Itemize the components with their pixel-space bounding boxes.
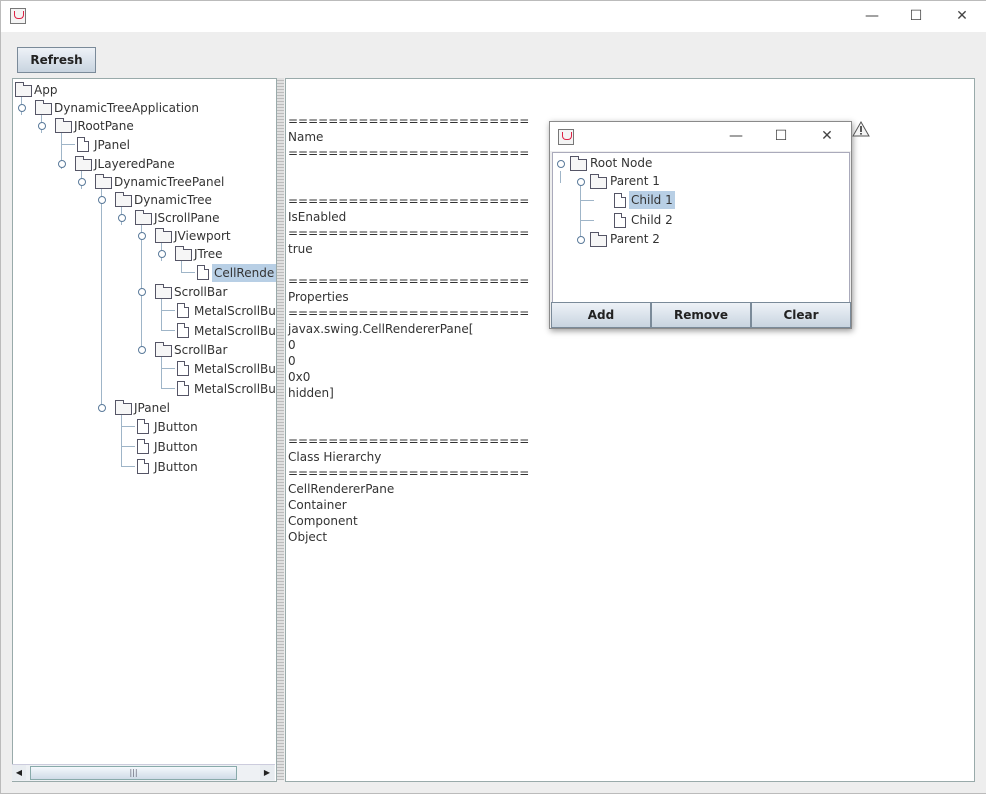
tree-node[interactable]: JButton	[154, 440, 198, 454]
scroll-left-arrow-icon[interactable]: ◀	[12, 765, 26, 780]
dialog-tree-node[interactable]: Parent 2	[610, 232, 660, 246]
tree-node[interactable]: DynamicTreeApplication	[54, 101, 199, 115]
folder-icon	[155, 284, 172, 299]
scroll-right-arrow-icon[interactable]: ▶	[260, 765, 274, 780]
dialog-tree-node-selected[interactable]: Child 1	[629, 191, 675, 209]
tree-node[interactable]: ScrollBar	[174, 285, 228, 299]
dialog-title-bar: — ☐ ✕	[550, 122, 851, 151]
file-icon	[137, 459, 149, 474]
clear-button[interactable]: Clear	[751, 302, 851, 328]
file-icon	[77, 137, 89, 152]
java-app-icon	[10, 8, 26, 24]
expand-toggle-icon[interactable]	[78, 178, 86, 186]
title-bar: — ☐ ✕	[1, 1, 986, 32]
folder-icon	[55, 118, 72, 133]
details-text: ======================== Name ==========…	[288, 114, 530, 544]
tree-node[interactable]: JButton	[154, 420, 198, 434]
file-icon	[177, 303, 189, 318]
tree-node[interactable]: JButton	[154, 460, 198, 474]
tree-node[interactable]: DynamicTree	[134, 193, 212, 207]
folder-icon	[15, 82, 32, 97]
java-app-icon	[558, 129, 574, 145]
folder-icon	[75, 156, 92, 171]
tree-node[interactable]: JTree	[194, 247, 223, 261]
expand-toggle-icon[interactable]	[158, 250, 166, 258]
maximize-button[interactable]: ☐	[909, 8, 923, 24]
folder-icon	[115, 400, 132, 415]
file-icon	[614, 213, 626, 228]
expand-toggle-icon[interactable]	[98, 404, 106, 412]
folder-icon	[115, 192, 132, 207]
tree-node-selected[interactable]: CellRende	[212, 264, 276, 282]
folder-icon	[175, 246, 192, 261]
tree-node[interactable]: MetalScrollButt	[194, 304, 277, 318]
tree-node[interactable]: MetalScrollButt	[194, 382, 277, 396]
tree-node[interactable]: JScrollPane	[154, 211, 220, 225]
dialog-tree[interactable]: Root Node Parent 1 Child 1 Child 2 Paren…	[552, 152, 850, 304]
file-icon	[177, 381, 189, 396]
tree-node[interactable]: DynamicTreePanel	[114, 175, 225, 189]
folder-icon	[155, 228, 172, 243]
component-tree[interactable]: App DynamicTreeApplication JRootPane JPa…	[12, 78, 277, 782]
expand-toggle-icon[interactable]	[98, 196, 106, 204]
tree-node[interactable]: JLayeredPane	[94, 157, 175, 171]
expand-toggle-icon[interactable]	[38, 122, 46, 130]
dialog-maximize-button[interactable]: ☐	[774, 128, 788, 144]
expand-toggle-icon[interactable]	[138, 232, 146, 240]
horizontal-scrollbar[interactable]: ◀ ||| ▶	[12, 764, 275, 781]
dialog-tree-node[interactable]: Parent 1	[610, 174, 660, 188]
tree-node[interactable]: ScrollBar	[174, 343, 228, 357]
close-button[interactable]: ✕	[956, 8, 968, 24]
file-icon	[197, 265, 209, 280]
file-icon	[177, 361, 189, 376]
expand-toggle-icon[interactable]	[138, 346, 146, 354]
minimize-button[interactable]: —	[865, 8, 879, 24]
tree-node[interactable]: JViewport	[174, 229, 231, 243]
expand-toggle-icon[interactable]	[557, 160, 565, 168]
file-icon	[614, 193, 626, 208]
expand-toggle-icon[interactable]	[577, 178, 585, 186]
file-icon	[177, 323, 189, 338]
folder-icon	[590, 232, 607, 247]
file-icon	[137, 439, 149, 454]
folder-icon	[35, 100, 52, 115]
expand-toggle-icon[interactable]	[118, 214, 126, 222]
warning-icon	[852, 121, 870, 137]
folder-icon	[135, 210, 152, 225]
dialog-tree-node[interactable]: Child 2	[631, 213, 673, 227]
tree-node[interactable]: JPanel	[134, 401, 170, 415]
folder-icon	[590, 174, 607, 189]
expand-toggle-icon[interactable]	[58, 160, 66, 168]
split-pane-divider[interactable]	[277, 78, 284, 780]
tree-node[interactable]: MetalScrollButt	[194, 362, 277, 376]
tree-node-app[interactable]: App	[34, 83, 58, 97]
dialog-tree-node-root[interactable]: Root Node	[590, 156, 653, 170]
add-button[interactable]: Add	[551, 302, 651, 328]
tree-node[interactable]: JPanel	[94, 138, 130, 152]
expand-toggle-icon[interactable]	[18, 104, 26, 112]
expand-toggle-icon[interactable]	[138, 288, 146, 296]
folder-icon	[570, 156, 587, 171]
dialog-close-button[interactable]: ✕	[821, 128, 833, 144]
folder-icon	[155, 342, 172, 357]
tree-node[interactable]: MetalScrollButt	[194, 324, 277, 338]
file-icon	[137, 419, 149, 434]
expand-toggle-icon[interactable]	[577, 236, 585, 244]
refresh-button[interactable]: Refresh	[17, 47, 96, 73]
remove-button[interactable]: Remove	[651, 302, 751, 328]
scroll-thumb[interactable]: |||	[30, 766, 237, 780]
dialog-minimize-button[interactable]: —	[729, 128, 743, 144]
folder-icon	[95, 174, 112, 189]
tree-node[interactable]: JRootPane	[74, 119, 134, 133]
dynamic-tree-dialog: — ☐ ✕ Root Node Parent 1 Child 1 Child 2…	[549, 121, 852, 329]
